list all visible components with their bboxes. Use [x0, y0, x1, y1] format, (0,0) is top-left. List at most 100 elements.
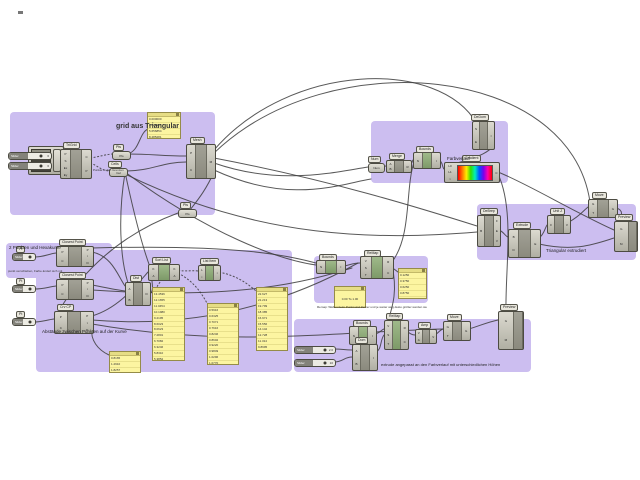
unitz-inputs[interactable]: F: [548, 216, 554, 233]
port-c[interactable]: C: [387, 270, 390, 275]
port-t[interactable]: T: [446, 333, 449, 338]
slider-track[interactable]: 6: [28, 153, 51, 159]
port-d[interactable]: D: [512, 248, 515, 253]
port-s[interactable]: S: [474, 126, 477, 131]
port-p[interactable]: P: [86, 248, 89, 253]
port-p[interactable]: P: [61, 249, 64, 254]
mesh-outputs[interactable]: M: [207, 145, 215, 178]
port-e[interactable]: E: [474, 140, 477, 145]
number-slider-4[interactable]: Slider 10: [294, 359, 336, 367]
port-ex[interactable]: Ex: [63, 165, 68, 170]
gradient-outputs[interactable]: C: [494, 163, 499, 182]
panel-close-notch[interactable]: [180, 288, 183, 291]
port-v[interactable]: V: [387, 323, 390, 328]
dist-outputs[interactable]: D: [143, 283, 150, 305]
port-v[interactable]: V: [495, 239, 498, 243]
slider-track[interactable]: 10: [313, 360, 335, 366]
port-k[interactable]: K: [173, 266, 176, 271]
gradient-color-bar[interactable]: [456, 164, 493, 181]
slider-knob[interactable]: [323, 348, 327, 352]
port-t[interactable]: T: [364, 272, 367, 277]
port-v[interactable]: V: [565, 222, 568, 227]
port-d[interactable]: D: [86, 293, 89, 298]
bounds2-outputs[interactable]: I: [432, 153, 440, 168]
panel-header[interactable]: [153, 288, 184, 292]
port-k[interactable]: K: [152, 266, 155, 271]
port-b[interactable]: B: [480, 229, 483, 233]
node-bounds-2[interactable]: N I: [413, 152, 441, 169]
slider-track[interactable]: 2.0: [313, 347, 335, 353]
node-geometry-preview[interactable]: [28, 146, 64, 175]
panel-header[interactable]: [399, 269, 426, 273]
pt-slider-1[interactable]: Slider: [12, 253, 36, 261]
relay-cells[interactable]: Cel: [109, 168, 128, 177]
port-v[interactable]: V: [432, 334, 435, 339]
port-p[interactable]: P: [61, 282, 64, 287]
port-l1[interactable]: L1: [448, 170, 452, 175]
port-c[interactable]: C: [85, 155, 88, 159]
port-a[interactable]: A: [173, 274, 176, 279]
dom3-outputs[interactable]: I: [370, 345, 377, 370]
port-s[interactable]: S: [364, 265, 367, 270]
port-c[interactable]: C: [495, 170, 498, 175]
merge-outputs[interactable]: R: [404, 161, 411, 172]
panel-close-notch[interactable]: [136, 352, 139, 355]
slider-track[interactable]: [23, 319, 35, 325]
panel-close-notch[interactable]: [234, 304, 237, 307]
port-p[interactable]: P: [86, 313, 89, 318]
slider-track[interactable]: [23, 286, 35, 292]
port-i[interactable]: i: [87, 287, 88, 292]
port-g[interactable]: G: [504, 319, 508, 324]
port-g[interactable]: G: [620, 227, 623, 232]
port-a[interactable]: A: [128, 286, 131, 291]
number-slider-1[interactable]: Slider 6: [8, 152, 52, 160]
port-a[interactable]: A: [152, 274, 155, 279]
port-r[interactable]: R: [406, 164, 409, 169]
slider-knob[interactable]: [39, 154, 43, 158]
port-i[interactable]: I: [490, 133, 492, 138]
port-c[interactable]: C: [59, 325, 62, 330]
number-slider-3[interactable]: Slider 2.0: [294, 346, 336, 354]
port-c[interactable]: C: [61, 292, 64, 297]
port-l0[interactable]: L0: [448, 164, 452, 169]
panel-grid-values[interactable]: 0.0000002.8284275.6568548.48528111.31370…: [147, 112, 181, 139]
port-i[interactable]: i: [87, 254, 88, 259]
port-e[interactable]: E: [534, 241, 537, 246]
port-m[interactable]: M: [620, 241, 623, 246]
slider-track[interactable]: 6: [28, 163, 51, 169]
unitz-outputs[interactable]: V: [564, 216, 570, 233]
port-a[interactable]: A: [389, 161, 392, 166]
port-t[interactable]: T: [387, 342, 390, 347]
port-c[interactable]: C: [403, 340, 406, 344]
amp-outputs[interactable]: V: [430, 330, 436, 343]
listitem-outputs[interactable]: i: [214, 266, 220, 280]
pt-slider-3[interactable]: Slider: [12, 318, 36, 326]
port-t[interactable]: t: [86, 320, 88, 325]
port-b[interactable]: B: [512, 234, 515, 239]
port-r[interactable]: R: [387, 260, 390, 265]
port-p[interactable]: P: [85, 169, 88, 173]
move2-outputs[interactable]: G: [462, 322, 470, 340]
slider-knob[interactable]: [28, 287, 32, 291]
